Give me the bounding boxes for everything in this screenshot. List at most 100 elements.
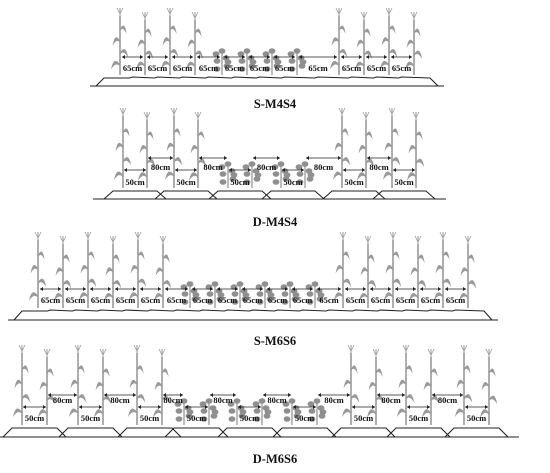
maize-plant-icon — [69, 344, 87, 425]
spacing-arrow — [282, 168, 304, 172]
spacing-label: 65cm — [371, 295, 390, 305]
spacing-label: 80cm — [213, 395, 232, 405]
spacing-label: 65cm — [225, 63, 244, 73]
spacing-label: 50cm — [125, 177, 144, 187]
maize-plant-icon — [480, 348, 498, 425]
spacing-arrow — [23, 405, 46, 409]
spacing-label: 65cm — [199, 63, 218, 73]
spacing-label: 50cm — [176, 177, 195, 187]
spacing-label: 80cm — [267, 395, 286, 405]
soybean-plant-icon — [199, 398, 219, 425]
maize-plant-icon — [407, 111, 425, 188]
spacing-label: 65cm — [243, 295, 262, 305]
spacing-label: 65cm — [396, 295, 415, 305]
spacing-arrow — [377, 393, 405, 397]
spacing-label: 65cm — [346, 295, 365, 305]
spacing-arrow — [465, 405, 488, 409]
spacing-arrow — [432, 393, 463, 397]
spacing-arrow — [249, 55, 270, 59]
spacing-arrow — [138, 405, 161, 409]
spacing-arrow — [104, 393, 136, 397]
soybean-plant-icon — [255, 281, 275, 308]
spacing-label: 65cm — [342, 63, 361, 73]
spacing-arrow — [367, 156, 391, 160]
spacing-label: 65cm — [446, 295, 465, 305]
spacing-label: 65cm — [293, 295, 312, 305]
maize-plant-icon — [342, 344, 360, 425]
spacing-label: 65cm — [275, 63, 294, 73]
spacing-label: 50cm — [283, 177, 302, 187]
spacing-arrow — [306, 156, 341, 160]
soybean-plant-icon — [230, 281, 250, 308]
spacing-label: 65cm — [319, 295, 338, 305]
spacing-label: 65cm — [250, 63, 269, 73]
spacing-label: 50cm — [394, 177, 413, 187]
spacing-arrow — [147, 55, 168, 59]
panel-s-m6s6: 65cm 65cm 65cm 65cm 65cm 65cm 65cm 65cm 65cm 65cm… — [8, 231, 498, 348]
spacing-label: 50cm — [81, 413, 100, 423]
spacing-label: 50cm — [409, 413, 428, 423]
spacing-label: 65cm — [123, 63, 142, 73]
spacing-label: 50cm — [344, 177, 363, 187]
spacing-label: 65cm — [141, 295, 160, 305]
maize-plant-icon — [455, 344, 473, 425]
maize-plant-icon — [138, 111, 156, 188]
panel-title: D-M6S6 — [253, 452, 297, 466]
maize-plant-icon — [54, 235, 72, 308]
spacing-label: 65cm — [167, 295, 186, 305]
panel-title: S-M6S6 — [254, 334, 296, 348]
spacing-arrow — [192, 287, 213, 291]
maize-plant-icon — [367, 348, 385, 425]
spacing-label: 65cm — [148, 63, 167, 73]
spacing-label: 50cm — [240, 413, 259, 423]
maize-plant-icon — [434, 231, 452, 308]
spacing-label: 50cm — [140, 413, 159, 423]
spacing-arrow — [292, 287, 313, 291]
spacing-arrow — [352, 405, 375, 409]
soybean-plant-icon — [307, 398, 327, 425]
spacing-label: 50cm — [230, 177, 249, 187]
ridge-profile — [93, 190, 446, 200]
spacing-label: 80cm — [53, 395, 72, 405]
maize-plant-icon — [104, 235, 122, 308]
maize-plant-icon — [334, 231, 352, 308]
spacing-label: 65cm — [367, 63, 386, 73]
maize-plant-icon — [29, 231, 47, 308]
spacing-label: 65cm — [268, 295, 287, 305]
maize-plant-icon — [114, 107, 132, 188]
maize-plant-icon — [38, 348, 56, 425]
spacing-arrow — [122, 55, 143, 59]
maize-plant-icon — [380, 7, 398, 75]
spacing-arrow — [175, 168, 197, 172]
spacing-label: 80cm — [369, 162, 388, 172]
spacing-label: 65cm — [308, 63, 327, 73]
spacing-label: 80cm — [163, 395, 182, 405]
maize-plant-icon — [165, 107, 183, 188]
spacing-label: 65cm — [392, 63, 411, 73]
spacing-arrow — [299, 55, 337, 59]
maize-plant-icon — [383, 107, 401, 188]
spacing-arrow — [391, 55, 412, 59]
panel-s-m4s4: 65cm 65cm 65cm 65cm 65cm 65cm 65cm 65cm 65cm 65cm… — [90, 7, 444, 111]
spacing-arrow — [366, 55, 387, 59]
soybean-plant-icon — [180, 281, 200, 308]
maize-plant-icon — [13, 344, 31, 425]
maize-plant-icon — [79, 231, 97, 308]
spacing-arrow — [345, 287, 366, 291]
maize-plant-icon — [189, 111, 207, 188]
ridge-profile — [8, 309, 498, 321]
maize-plant-icon — [94, 348, 112, 425]
spacing-arrow — [420, 287, 441, 291]
panel-title: D-M4S4 — [253, 215, 298, 229]
maize-plant-icon — [459, 235, 477, 308]
maize-plant-icon — [330, 7, 348, 75]
spacing-label: 65cm — [116, 295, 135, 305]
spacing-arrow — [90, 287, 111, 291]
spacing-arrow — [341, 55, 362, 59]
maize-plant-icon — [397, 344, 415, 425]
panel-title: S-M4S4 — [254, 97, 297, 111]
maize-plant-icon — [333, 107, 351, 188]
spacing-arrow — [393, 168, 415, 172]
